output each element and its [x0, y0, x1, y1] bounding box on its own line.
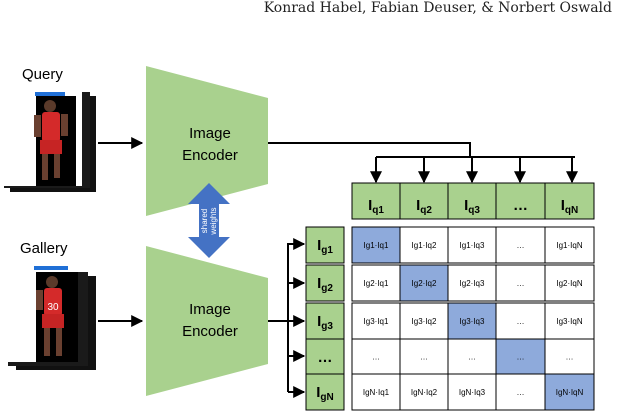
matrix-cell-r5-c1: IgN·Iq1 [351, 373, 401, 411]
query-feature-label: … [513, 197, 528, 214]
author-header: Konrad Habel, Fabian Deuser, & Norbert O… [263, 0, 612, 16]
matrix-cell-r4-c5: … [544, 338, 595, 375]
matrix-cell-text: … [468, 353, 476, 362]
query-image-stack [0, 88, 96, 192]
gallery-feature-bus [268, 238, 306, 398]
query-feature-2: Iq2 [399, 182, 449, 220]
gallery-feature-2: Ig2 [305, 264, 345, 302]
matrix-cell-text: … [420, 353, 428, 362]
matrix-cell-text: Ig2·Iq1 [364, 279, 389, 288]
query-encoder-line1: Image [189, 125, 231, 142]
matrix-cell-text: … [566, 353, 574, 362]
query-feature-bus [268, 142, 578, 184]
shared-weights-arrow: shared weights [188, 183, 230, 258]
matrix-cell-text: Ig2·IqN [556, 279, 582, 288]
matrix-cell-r4-c3: … [447, 338, 497, 375]
matrix-cell-r1-c1: Ig1·Iq1 [351, 226, 401, 264]
matrix-cell-text: Ig1·IqN [556, 241, 582, 250]
matrix-cell-text: Ig1·Iq2 [412, 241, 437, 250]
matrix-cell-text: Ig3·Iq2 [412, 317, 437, 326]
matrix-cell-text: IgN·Iq1 [363, 388, 390, 397]
matrix-cell-r5-c2: IgN·Iq2 [399, 373, 449, 411]
matrix-cell-text: … [372, 353, 380, 362]
matrix-cell-r5-c4: … [495, 373, 546, 411]
matrix-cell-text: IgN·IqN [556, 388, 584, 397]
matrix-cell-r2-c3: Ig2·Iq3 [447, 264, 497, 302]
matrix-cell-r5-c5: IgN·IqN [544, 373, 595, 411]
gallery-feature-5: IgN [305, 373, 345, 411]
matrix-cell-text: Ig1·Iq1 [364, 241, 389, 250]
query-feature-4: … [495, 182, 546, 220]
query-encoder-line2: Encoder [182, 147, 238, 164]
matrix-cell-r1-c5: Ig1·IqN [544, 226, 595, 264]
matrix-cell-r4-c4: … [495, 338, 546, 375]
matrix-cell-r1-c3: Ig1·Iq3 [447, 226, 497, 264]
svg-text:30: 30 [47, 302, 59, 313]
gallery-label: Gallery [20, 240, 68, 257]
gallery-encoder-line1: Image [189, 301, 231, 318]
matrix-cell-r4-c2: … [399, 338, 449, 375]
matrix-cell-text: … [517, 353, 525, 362]
matrix-cell-text: … [517, 241, 525, 250]
matrix-cell-text: … [517, 388, 525, 397]
matrix-cell-text: … [517, 279, 525, 288]
query-label: Query [22, 66, 63, 83]
shared-weights-line2: weights [209, 207, 218, 235]
matrix-cell-r3-c5: Ig3·IqN [544, 302, 595, 340]
matrix-cell-r2-c5: Ig2·IqN [544, 264, 595, 302]
gallery-feature-3: Ig3 [305, 302, 345, 340]
matrix-cell-r2-c2: Ig2·Iq2 [399, 264, 449, 302]
matrix-cell-text: Ig3·IqN [556, 317, 582, 326]
query-player-figure [34, 100, 68, 180]
matrix-cell-r1-c4: … [495, 226, 546, 264]
gallery-image-stack: 30 [0, 266, 96, 370]
matrix-cell-text: Ig1·Iq3 [460, 241, 485, 250]
matrix-cell-text: Ig2·Iq2 [412, 279, 437, 288]
matrix-cell-r1-c2: Ig1·Iq2 [399, 226, 449, 264]
gallery-player-figure: 30 [36, 276, 64, 356]
query-encoder: Image Encoder [146, 66, 268, 216]
matrix-cell-r5-c3: IgN·Iq3 [447, 373, 497, 411]
matrix-cell-r3-c3: Ig3·Iq3 [447, 302, 497, 340]
query-feature-5: IqN [544, 182, 595, 220]
matrix-cell-text: Ig2·Iq3 [460, 279, 485, 288]
matrix-cell-r3-c2: Ig3·Iq2 [399, 302, 449, 340]
query-feature-3: Iq3 [447, 182, 497, 220]
gallery-feature-1: Ig1 [305, 226, 345, 264]
matrix-cell-r2-c4: … [495, 264, 546, 302]
shared-weights-line1: shared [200, 209, 209, 233]
matrix-cell-text: Ig3·Iq1 [364, 317, 389, 326]
gallery-encoder-line2: Encoder [182, 323, 238, 340]
matrix-cell-text: IgN·Iq2 [411, 388, 438, 397]
matrix-cell-text: … [517, 317, 525, 326]
matrix-cell-text: IgN·Iq3 [459, 388, 486, 397]
matrix-cell-r4-c1: … [351, 338, 401, 375]
similarity-matrix: Ig1·Iq1 Ig1·Iq2 Ig1·Iq3 … Ig1·IqN Ig2·Iq1 Ig2·… [351, 226, 595, 411]
query-feature-1: Iq1 [351, 182, 401, 220]
matrix-cell-r3-c4: … [495, 302, 546, 340]
matrix-cell-r3-c1: Ig3·Iq1 [351, 302, 401, 340]
gallery-encoder: Image Encoder [146, 246, 268, 396]
matrix-cell-text: Ig3·Iq3 [460, 317, 485, 326]
matrix-cell-r2-c1: Ig2·Iq1 [351, 264, 401, 302]
gallery-feature-label: … [318, 349, 333, 366]
gallery-feature-4: … [305, 338, 345, 375]
